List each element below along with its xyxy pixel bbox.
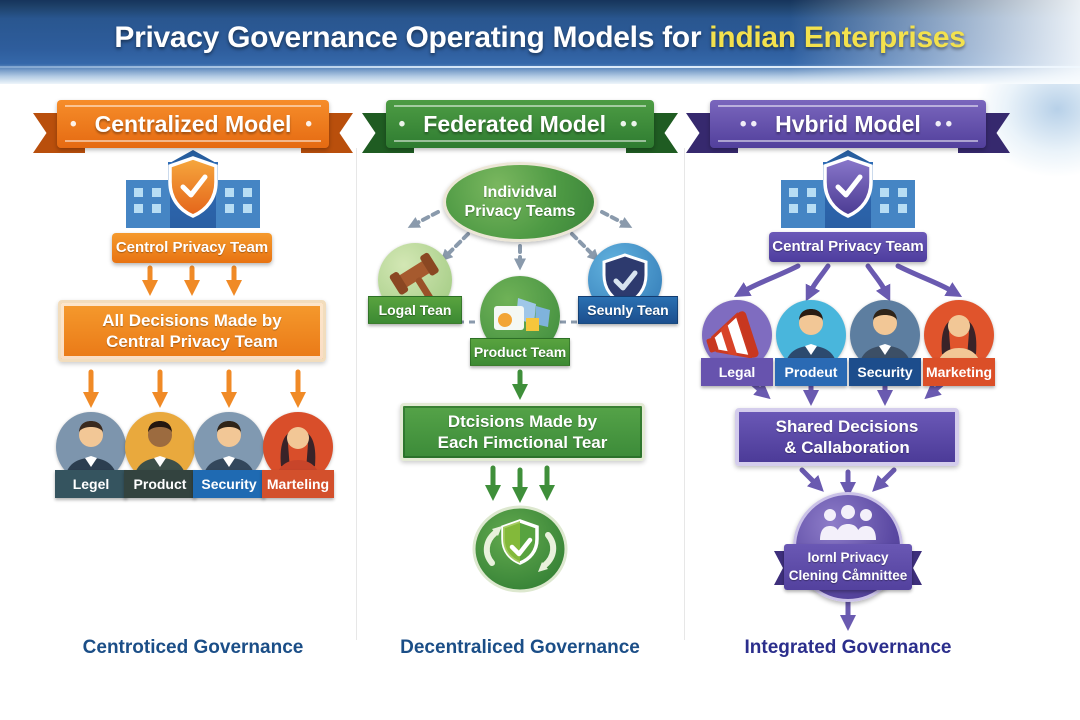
avatar-legal: Legel (55, 412, 127, 498)
badge-ribbon: Iornl Privacy Clening Cåmnittee (774, 544, 922, 590)
product-team-label: Product Team (470, 338, 570, 366)
ribbon-dots: • (398, 113, 410, 135)
centralized-caption: Centroticed Governance (82, 637, 304, 658)
building-icon (773, 150, 923, 228)
hybrid-ribbon: •• Hvbrid Model •• (686, 100, 1010, 154)
avatar-security: Security (193, 412, 265, 498)
shield-check-icon (168, 156, 218, 218)
federated-ribbon: • Federated Model •• (362, 100, 678, 154)
hybrid-ribbon-label: Hvbrid Model (775, 110, 921, 137)
security-team-label: Seunly Tean (578, 296, 678, 324)
privacy-committee-badge: Iornl Privacy Clening Cåmnittee (774, 492, 922, 604)
centralized-ribbon-label: Centralized Model (94, 110, 292, 137)
page-title-main: Privacy Governance Operating Models for (114, 21, 702, 54)
central-privacy-team-box: Centrol Privacy Team (112, 233, 272, 263)
avatar-security: Security (849, 300, 921, 386)
ribbon-dots: •• (620, 113, 642, 135)
avatar-product: Prodeut (775, 300, 847, 386)
ribbon-band: • Centralized Model • (57, 100, 329, 148)
legal-team-label: Logal Tean (368, 296, 462, 324)
ribbon-dots: • (69, 113, 81, 135)
building-icon (118, 150, 268, 228)
ribbon-dots: • (305, 113, 317, 135)
header-banner (0, 0, 1080, 84)
ribbon-band: • Federated Model •• (386, 100, 654, 148)
column-divider-left (356, 148, 357, 640)
avatar-marketing: Marteling (262, 412, 334, 498)
hybrid-central-privacy-team-box: Central Privacy Team (769, 232, 927, 262)
avatar-marketing: Marketing (923, 300, 995, 386)
ribbon-dots: •• (739, 113, 762, 135)
hybrid-decision-box: Shared Decisions & Callaboration (735, 408, 959, 466)
header-underline (0, 66, 1080, 68)
column-divider-right (684, 148, 685, 640)
centralized-ribbon: • Centralized Model • (33, 100, 353, 154)
federated-ribbon-label: Federated Model (423, 110, 607, 137)
shield-check-icon (823, 156, 873, 218)
avatar-product: Product (124, 412, 196, 498)
ribbon-dots: •• (934, 113, 957, 135)
hybrid-caption: Integrated Governance (744, 637, 952, 658)
page-title: Privacy Governance Operating Models for … (0, 21, 1080, 55)
federated-caption: Decentraliced Governance (400, 637, 640, 658)
page-title-highlight: indian Enterprises (709, 21, 966, 54)
people-group-icon (820, 505, 876, 540)
federated-decision-box: Dtcisions Made by Each Fimctional Tear (400, 403, 645, 461)
centralized-decision-box: All Decisions Made by Central Privacy Te… (58, 300, 326, 362)
individual-privacy-teams-ellipse: Individval Privacy Teams (443, 162, 597, 242)
privacy-shield-cycle-icon (472, 505, 568, 593)
ribbon-band: •• Hvbrid Model •• (710, 100, 986, 148)
avatar-legal: Legal (701, 300, 773, 386)
